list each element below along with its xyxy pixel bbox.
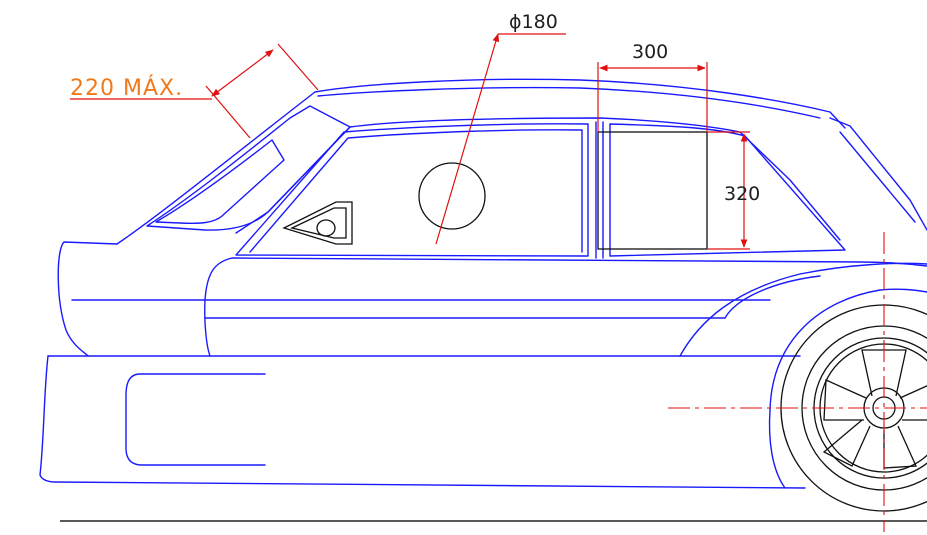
side-mirror-detail (282, 201, 353, 245)
height-label: 320 (724, 183, 760, 205)
roof-inner-line (317, 86, 821, 119)
rear-quarter-inner (204, 257, 233, 357)
circular-opening (418, 162, 486, 230)
belt-line (231, 257, 927, 267)
wheel-arch (769, 288, 927, 411)
width-dimension: 300 (597, 41, 708, 132)
front-fender-inner (724, 275, 821, 319)
rear-window (146, 105, 351, 231)
wheel-centerlines (668, 232, 927, 532)
car-body (39, 78, 927, 489)
diameter-label: ϕ180 (509, 11, 558, 33)
rear-window-inner (155, 139, 285, 225)
side-window-frame (235, 123, 589, 257)
wheel-arch-lower (768, 409, 786, 489)
rectangular-opening (597, 131, 708, 250)
max-label: 220 MÁX. (70, 75, 183, 101)
width-label: 300 (632, 41, 668, 63)
roof-outline (116, 78, 846, 245)
diameter-dimension: ϕ180 (435, 11, 566, 245)
wheel-spokes (822, 349, 927, 469)
b-pillar (595, 121, 604, 259)
windshield (829, 117, 927, 231)
c-pillar (235, 117, 841, 241)
side-vent (125, 373, 266, 466)
max-dimension: 220 MÁX. (70, 43, 319, 139)
front-fender (679, 262, 927, 357)
height-dimension: 320 (707, 131, 760, 250)
side-window-inner (249, 129, 583, 253)
rear-bumper (39, 355, 806, 489)
rear-quarter (57, 241, 118, 357)
